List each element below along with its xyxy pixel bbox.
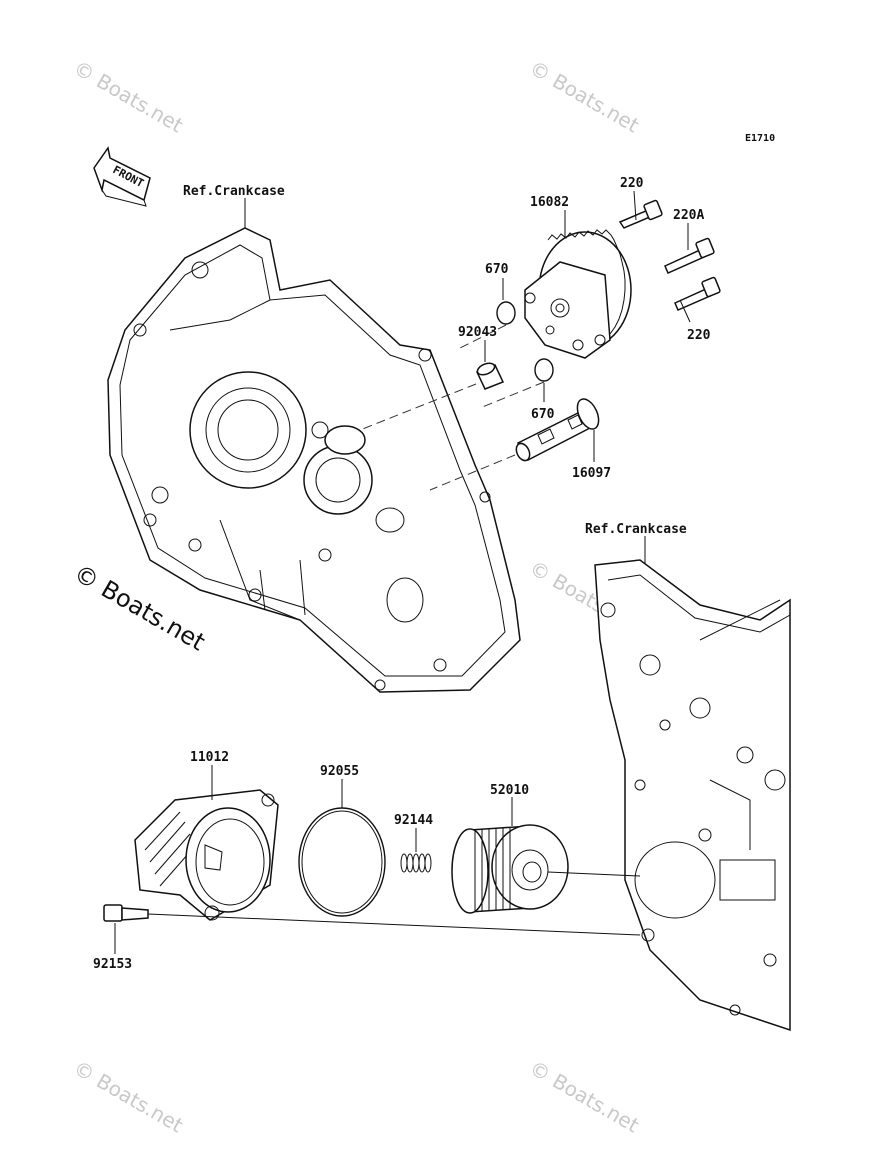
- oil-filter: [451, 824, 569, 914]
- cover-bolt: [103, 904, 149, 922]
- watermark-bottom-left: © Boats.net: [70, 1056, 188, 1138]
- oring-92055: [298, 807, 386, 917]
- label-220-bottom: 220: [687, 328, 711, 343]
- watermark-top-left: © Boats.net: [70, 56, 188, 138]
- label-11012: 11012: [190, 750, 229, 765]
- spring: [400, 853, 432, 873]
- oil-strainer: [515, 398, 600, 462]
- dowel-pin: [475, 362, 505, 390]
- oil-filter-cover: [134, 789, 279, 921]
- crankcase-right: [594, 559, 791, 1032]
- oil-pump: [524, 229, 632, 359]
- oring-670-bottom: [534, 358, 554, 382]
- label-52010: 52010: [490, 783, 529, 798]
- bolt-220-bottom: [674, 276, 721, 311]
- watermark-top-right: © Boats.net: [526, 56, 644, 138]
- label-92153: 92153: [93, 957, 132, 972]
- diagram-code: E1710: [745, 133, 775, 144]
- label-16082: 16082: [530, 195, 569, 210]
- label-670-top: 670: [485, 262, 509, 277]
- oring-670-top: [496, 301, 516, 325]
- watermark-bottom-right: © Boats.net: [526, 1056, 644, 1138]
- label-220-top: 220: [620, 176, 644, 191]
- label-220a: 220A: [673, 208, 704, 223]
- label-670-bottom: 670: [531, 407, 555, 422]
- bolt-220a: [664, 237, 715, 274]
- crankcase-left: [107, 227, 521, 693]
- ref-crankcase-left: Ref.Crankcase: [183, 184, 285, 199]
- label-92043: 92043: [458, 325, 497, 340]
- ref-crankcase-right: Ref.Crankcase: [585, 522, 687, 537]
- label-92144: 92144: [394, 813, 433, 828]
- front-arrow-icon: FRONT: [93, 146, 151, 207]
- label-16097: 16097: [572, 466, 611, 481]
- bolt-220-top: [618, 199, 663, 229]
- label-92055: 92055: [320, 764, 359, 779]
